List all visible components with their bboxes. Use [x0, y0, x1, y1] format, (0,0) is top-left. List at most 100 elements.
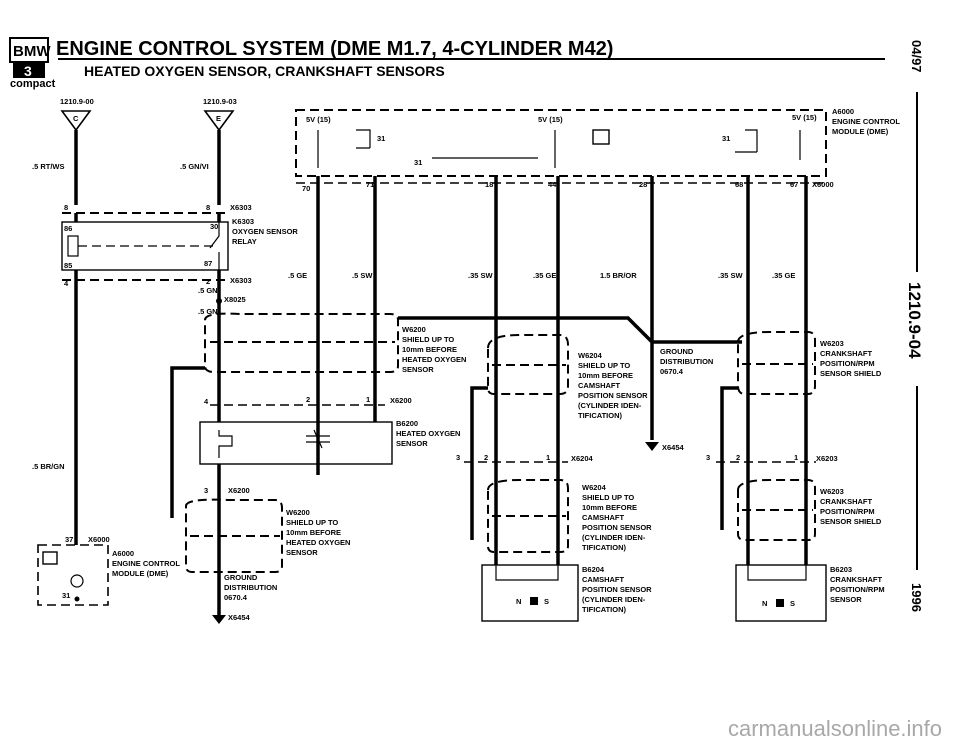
pin-2a: 2 — [206, 277, 210, 286]
ref-left-arrow — [60, 110, 92, 132]
wire-label-gn2: .5 GN — [198, 307, 218, 316]
ecu-internal-1 — [317, 129, 371, 168]
pin-3e: 3 — [204, 486, 208, 495]
svg-text:DISTRIBUTION: DISTRIBUTION — [660, 357, 713, 366]
svg-text:GROUND: GROUND — [660, 347, 694, 356]
ground-label: GROUND DISTRIBUTION 0670.4 — [660, 347, 713, 376]
svg-text:MODULE (DME): MODULE (DME) — [112, 569, 169, 578]
pin-85: 85 — [64, 261, 72, 270]
svg-text:POSITION SENSOR: POSITION SENSOR — [582, 523, 652, 532]
svg-text:A6000: A6000 — [112, 549, 134, 558]
b6204-label: B6204 CAMSHAFT POSITION SENSOR (CYLINDER… — [582, 565, 652, 614]
wire-label-gn-vi: .5 GN/VI — [180, 162, 209, 171]
svg-text:HEATED OXYGEN: HEATED OXYGEN — [286, 538, 350, 547]
b6203-n: N — [762, 599, 767, 608]
pin-3d: 3 — [706, 453, 710, 462]
pin-70: 70 — [302, 184, 310, 193]
x6203-label: X6203 — [816, 454, 838, 463]
wire-label-ge35a: .35 GE — [533, 271, 556, 280]
svg-text:RELAY: RELAY — [232, 237, 257, 246]
ref-left-letter: C — [73, 114, 79, 123]
page-subtitle: HEATED OXYGEN SENSOR, CRANKSHAFT SENSORS — [84, 63, 445, 79]
w6200-shield — [204, 312, 399, 373]
watermark: carmanualsonline.info — [728, 716, 942, 741]
ecu-internal-2 — [432, 130, 556, 168]
pin-18: 18 — [485, 180, 493, 189]
w6203b-label: W6203 CRANKSHAFT POSITION/RPM SENSOR SHI… — [820, 487, 882, 526]
a6000-label: A6000 ENGINE CONTROL MODULE (DME) — [832, 107, 900, 136]
volt-c: 5V (15) — [792, 113, 817, 122]
a6000b-box — [37, 544, 109, 606]
svg-text:W6200: W6200 — [286, 508, 310, 517]
svg-text:MODULE (DME): MODULE (DME) — [832, 127, 889, 136]
b6204-n: N — [516, 597, 521, 606]
b6204-magnet — [530, 597, 538, 605]
pin-8b: 8 — [206, 203, 210, 212]
a6000b-logo — [42, 551, 58, 565]
svg-text:POSITION/RPM: POSITION/RPM — [820, 359, 875, 368]
a6000b-ground — [74, 596, 80, 602]
svg-text:(CYLINDER IDEN-: (CYLINDER IDEN- — [582, 533, 646, 542]
ref-left-label: 1210.9-00 — [60, 97, 94, 106]
svg-text:HEATED OXYGEN: HEATED OXYGEN — [402, 355, 466, 364]
w6204-label: W6204 SHIELD UP TO 10mm BEFORE CAMSHAFT … — [578, 351, 648, 420]
svg-text:SENSOR: SENSOR — [830, 595, 862, 604]
x6000b-label: X6000 — [88, 535, 110, 544]
svg-text:POSITION/RPM: POSITION/RPM — [830, 585, 885, 594]
relay-coil — [67, 235, 79, 257]
wire-label-rt-ws: .5 RT/WS — [32, 162, 65, 171]
svg-text:OXYGEN SENSOR: OXYGEN SENSOR — [232, 227, 298, 236]
svg-text:B6203: B6203 — [830, 565, 852, 574]
shield-drain-a — [170, 366, 205, 518]
w6203-shield — [737, 331, 816, 395]
svg-text:CAMSHAFT: CAMSHAFT — [578, 381, 620, 390]
pin-2d: 2 — [736, 453, 740, 462]
svg-text:10mm BEFORE: 10mm BEFORE — [286, 528, 341, 537]
x6303a-label: X6303 — [230, 203, 252, 212]
svg-text:W6204: W6204 — [582, 483, 607, 492]
w6200-label: W6200 SHIELD UP TO 10mm BEFORE HEATED OX… — [402, 325, 466, 374]
svg-text:SHIELD UP TO: SHIELD UP TO — [578, 361, 630, 370]
svg-text:CRANKSHAFT: CRANKSHAFT — [820, 349, 872, 358]
pin-28: 28 — [639, 180, 647, 189]
pin-4b: 4 — [204, 397, 209, 406]
k6303-relay-box — [61, 221, 229, 271]
a6000-ecu-box — [295, 109, 827, 177]
bmw-logo-box — [9, 37, 49, 63]
svg-text:(CYLINDER IDEN-: (CYLINDER IDEN- — [578, 401, 642, 410]
pin-2c: 2 — [484, 453, 488, 462]
svg-text:W6204: W6204 — [578, 351, 603, 360]
pin-87: 87 — [204, 259, 212, 268]
volt-a: 5V (15) — [306, 115, 331, 124]
side-strip: 04/97 1210.9-04 1996 — [905, 40, 924, 612]
series-badge-text: 3 — [24, 63, 32, 79]
left-references: 1210.9-00 1210.9-03 C E — [60, 97, 237, 132]
w6203b-shield — [737, 479, 816, 541]
svg-text:SENSOR: SENSOR — [402, 365, 434, 374]
svg-text:SHIELD UP TO: SHIELD UP TO — [402, 335, 454, 344]
b6204-s: S — [544, 597, 549, 606]
model-label: compact — [10, 78, 56, 90]
x6303b-label: X6303 — [230, 276, 252, 285]
header: BMW 3 compact ENGINE CONTROL SYSTEM (DME… — [9, 37, 885, 90]
ref-right-arrow — [203, 110, 235, 132]
svg-text:0670.4: 0670.4 — [224, 593, 248, 602]
pin-31b: 31 — [414, 158, 422, 167]
pin-2b: 2 — [306, 395, 310, 404]
x6200-label: X6200 — [390, 396, 412, 405]
pin-8a: 8 — [64, 203, 68, 212]
svg-text:B6200: B6200 — [396, 419, 418, 428]
svg-text:TIFICATION): TIFICATION) — [582, 543, 627, 552]
svg-text:ENGINE CONTROL: ENGINE CONTROL — [832, 117, 900, 126]
shield-drain-b — [470, 386, 488, 480]
wire-label-ge35b: .35 GE — [772, 271, 795, 280]
svg-text:SENSOR: SENSOR — [286, 548, 318, 557]
wire-label-sw35b: .35 SW — [718, 271, 744, 280]
b6203-s: S — [790, 599, 795, 608]
x6454-label: X6454 — [662, 443, 685, 452]
ground-icon — [645, 442, 659, 451]
b6203-sensor-box — [735, 564, 827, 622]
relay-switch — [209, 222, 220, 270]
pin-44: 44 — [548, 180, 557, 189]
svg-text:HEATED OXYGEN: HEATED OXYGEN — [396, 429, 460, 438]
